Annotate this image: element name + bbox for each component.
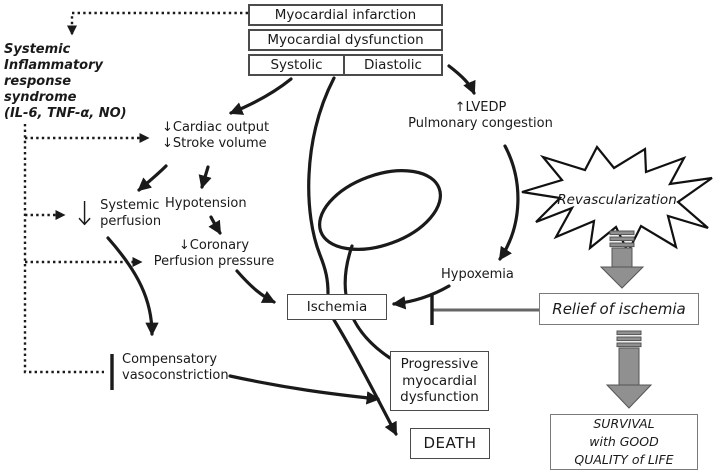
curve-dysfunction-to-ischemia: [307, 76, 336, 295]
myocardial-dysfunction-label: Myocardial dysfunction: [267, 31, 424, 48]
arrow-systemic-perfusion-to-vasoconstriction: [106, 236, 159, 337]
box-myocardial-dysfunction: Myocardial dysfunction: [248, 29, 443, 51]
box-survival: SURVIVAL with GOOD QUALITY of LIFE: [550, 414, 698, 470]
systemic-perfusion-group: ↓ Systemic perfusion: [72, 195, 162, 234]
arrow-ischemia-to-death: [332, 318, 398, 436]
systemic-perfusion-label: Systemic perfusion: [100, 198, 162, 229]
arrow-hypotension-to-coronary-perfusion: [208, 215, 222, 235]
arrow-diastolic-to-lvedp: [447, 64, 476, 95]
ischemia-label: Ischemia: [306, 298, 368, 315]
cardiac-output-label: ↓Cardiac output ↓Stroke volume: [162, 120, 270, 151]
sirs-label: Systemic Inflammatory response syndrome …: [4, 42, 127, 121]
arrow-pulmonary-congestion-to-hypoxemia: [498, 144, 520, 261]
block-arrow-relief-to-survival: [605, 330, 653, 409]
vicious-cycle-loop: [318, 169, 442, 251]
revascularization-label: Revascularization: [557, 191, 677, 208]
arrow-systolic-to-cardiac-output: [229, 77, 293, 115]
box-diastolic: Diastolic: [344, 54, 443, 76]
lvedp-pulmonary-congestion-label: ↑LVEDP Pulmonary congestion: [408, 100, 553, 131]
relief-of-ischemia-label: Relief of ischemia: [552, 299, 686, 318]
hypoxemia-label: Hypoxemia: [441, 267, 514, 282]
dotted-spine-sirs: [23, 124, 104, 374]
box-progressive-dysfunction: Progressive myocardial dysfunction: [390, 351, 489, 411]
progressive-dysfunction-label: Progressive myocardial dysfunction: [400, 355, 479, 406]
myocardial-infarction-label: Myocardial infarction: [274, 6, 417, 23]
death-label: DEATH: [423, 434, 477, 453]
box-myocardial-infarction: Myocardial infarction: [248, 4, 443, 26]
down-arrow-glyph: ↓: [72, 195, 98, 234]
box-death: DEATH: [410, 428, 490, 459]
arrow-vasoconstriction-to-progressive-dysfunction: [228, 374, 381, 405]
compensatory-vasoconstriction-label: Compensatory vasoconstriction: [122, 352, 229, 383]
hypotension-label: Hypotension: [165, 196, 247, 211]
arrow-cardiac-output-to-hypotension: [198, 165, 212, 189]
diastolic-label: Diastolic: [364, 56, 422, 73]
box-ischemia: Ischemia: [287, 294, 387, 320]
coronary-perfusion-label: ↓Coronary Perfusion pressure: [153, 238, 275, 269]
arrow-coronary-perfusion-to-ischemia: [235, 269, 276, 304]
arrow-hypoxemia-to-ischemia: [391, 284, 451, 310]
block-arrow-revascularization-to-relief: [599, 230, 645, 289]
revascularization-starburst: [521, 145, 713, 255]
systolic-label: Systolic: [270, 56, 323, 73]
arrow-cardiac-output-to-systemic-perfusion: [137, 164, 168, 192]
box-relief-of-ischemia: Relief of ischemia: [539, 293, 699, 325]
dotted-arrow-infarction-to-sirs: [66, 11, 248, 36]
box-systolic: Systolic: [248, 54, 344, 76]
survival-label: SURVIVAL with GOOD QUALITY of LIFE: [574, 415, 674, 468]
